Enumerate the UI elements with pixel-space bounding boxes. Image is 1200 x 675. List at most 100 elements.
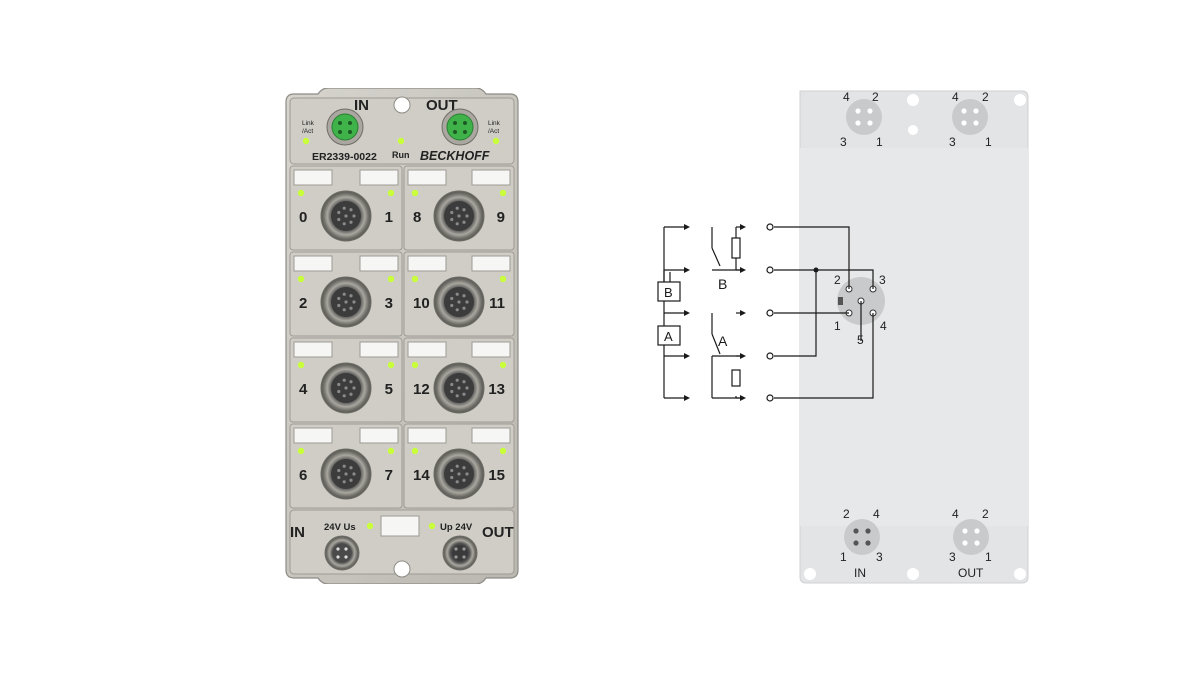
ethernet-in-connector[interactable] (326, 108, 364, 146)
pin-label: 1 (840, 550, 847, 564)
model-label: ER2339-0022 (312, 151, 377, 163)
up-led (428, 522, 436, 530)
pin-label: 3 (949, 135, 956, 149)
channel-number: 5 (385, 381, 393, 398)
channel-led (499, 275, 507, 283)
channel-number: 7 (385, 467, 393, 484)
channel-led (499, 189, 507, 197)
relay-a-box (657, 325, 681, 346)
m12-connector[interactable] (320, 276, 372, 328)
pin-label: 2 (982, 90, 989, 104)
bottom-out-connector (953, 519, 989, 555)
resistor-symbol (731, 369, 741, 387)
label-field (359, 169, 399, 186)
m12-connector[interactable] (320, 190, 372, 242)
switch-b-label: B (718, 276, 727, 292)
link-led-left (302, 137, 310, 145)
ethernet-in-label: IN (354, 97, 369, 114)
channel-number: 14 (413, 467, 430, 484)
pin-label: 2 (872, 90, 879, 104)
m12-connector[interactable] (320, 448, 372, 500)
run-led (397, 137, 405, 145)
m12-connector[interactable] (433, 362, 485, 414)
ethernet-out-connector[interactable] (441, 108, 479, 146)
pin-label: 2 (843, 507, 850, 521)
terminal-circles (766, 223, 774, 402)
pin-label: 1 (985, 135, 992, 149)
mounting-hole-bottom (393, 560, 411, 578)
power-in-connector[interactable] (324, 535, 360, 571)
channel-number: 12 (413, 381, 430, 398)
panel-hole (908, 125, 918, 135)
label-field (407, 255, 447, 272)
pin-label: 4 (952, 507, 959, 521)
pin-label: 2 (982, 507, 989, 521)
power-out-connector[interactable] (442, 535, 478, 571)
bottom-in-connector (844, 519, 880, 555)
us-led (366, 522, 374, 530)
label-field (471, 169, 511, 186)
m12-connector[interactable] (320, 362, 372, 414)
channel-led (499, 447, 507, 455)
panel-hole (1014, 94, 1026, 106)
resistor-symbol (731, 237, 741, 259)
pin-label: 3 (840, 135, 847, 149)
label-field (407, 169, 447, 186)
pin-label: 4 (873, 507, 880, 521)
pin-label: 1 (876, 135, 883, 149)
channel-led (411, 189, 419, 197)
label-field (407, 427, 447, 444)
channel-number: 0 (299, 209, 307, 226)
channel-led (499, 361, 507, 369)
top-left-connector (846, 99, 882, 135)
relay-a-label: A (664, 329, 673, 344)
label-field (471, 427, 511, 444)
arrow-heads (684, 224, 746, 401)
us-label: 24V Us (324, 522, 356, 533)
switch-a-label: A (718, 333, 728, 349)
ethernet-out-label: OUT (426, 97, 458, 114)
channel-led (411, 361, 419, 369)
channel-number: 1 (385, 209, 393, 226)
label-field (471, 255, 511, 272)
channel-number: 8 (413, 209, 421, 226)
bottom-out-label: OUT (958, 566, 984, 580)
label-field (293, 255, 333, 272)
m12-connector[interactable] (433, 276, 485, 328)
panel-hole (1014, 568, 1026, 580)
link-led-right (492, 137, 500, 145)
pin-label: 3 (876, 550, 883, 564)
power-out-label: OUT (482, 524, 514, 541)
relay-b-label: B (664, 285, 673, 300)
m12-connector[interactable] (433, 190, 485, 242)
channel-led (297, 275, 305, 283)
link-act-label-right: Link (488, 120, 501, 127)
channel-led (411, 275, 419, 283)
label-field (359, 427, 399, 444)
io-box-module: IN OUT Link /Act Link /Act Run ER2339-00… (284, 88, 520, 584)
pin-label: 4 (843, 90, 850, 104)
label-field (471, 341, 511, 358)
mounting-hole-top (393, 96, 411, 114)
m12-connector[interactable] (433, 448, 485, 500)
panel-hole (907, 568, 919, 580)
label-field (359, 341, 399, 358)
junction-dot (813, 267, 819, 273)
label-field (359, 255, 399, 272)
panel-hole (804, 568, 816, 580)
run-label: Run (392, 150, 410, 160)
pin-label: 3 (949, 550, 956, 564)
pin-label: 1 (834, 319, 841, 333)
channel-number: 3 (385, 295, 393, 312)
bottom-in-label: IN (854, 566, 866, 580)
power-in-label: IN (290, 524, 305, 541)
pin-assignment-diagram: 4 2 3 1 4 2 3 1 2 4 1 3 IN 4 2 3 1 OUT 2… (640, 86, 1040, 591)
channel-led (387, 361, 395, 369)
channel-led (411, 447, 419, 455)
label-field (293, 169, 333, 186)
brand-logo: BECKHOFF (420, 149, 490, 163)
